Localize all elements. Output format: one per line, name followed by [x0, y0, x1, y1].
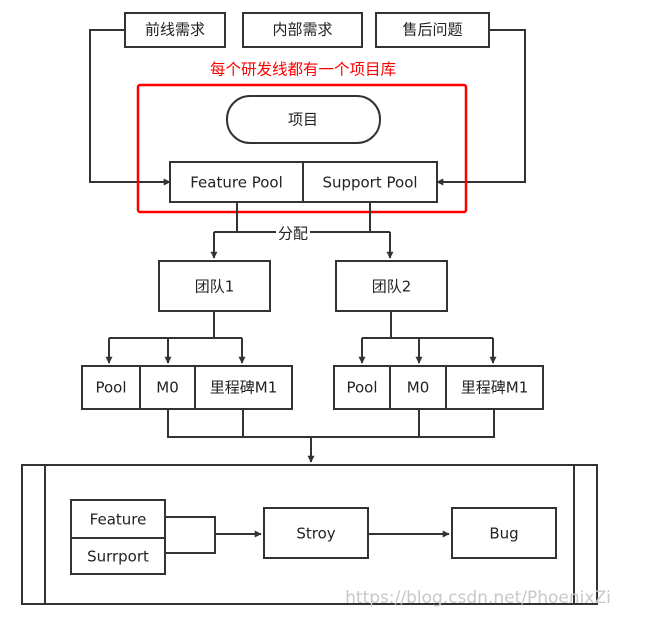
project-library-frame: [136, 83, 468, 214]
source-frontline: 前线需求: [124, 12, 226, 48]
support-type-label: Surrport: [87, 548, 149, 566]
support-pool-label: Support Pool: [322, 174, 417, 192]
project-node: 项目: [226, 95, 381, 144]
project-label: 项目: [288, 111, 318, 129]
source-aftersales-label: 售后问题: [402, 21, 462, 39]
source-internal: 内部需求: [242, 12, 363, 48]
story-node: Stroy: [263, 507, 369, 559]
feature-pool: Feature Pool: [169, 161, 304, 203]
team1-label: 团队1: [195, 278, 235, 296]
source-internal-label: 内部需求: [272, 21, 332, 39]
team2-m0-label: M0: [407, 379, 430, 397]
aftersales-connector: [436, 29, 526, 186]
source-frontline-label: 前线需求: [145, 21, 205, 39]
story-label: Stroy: [296, 525, 335, 543]
source-aftersales: 售后问题: [375, 12, 490, 48]
team2-m0-item: M0: [389, 365, 447, 410]
bug-node: Bug: [451, 507, 557, 559]
team2-milestone-label: 里程碑M1: [461, 379, 529, 397]
team1-milestone-item: 里程碑M1: [194, 365, 293, 410]
team2-label: 团队2: [372, 278, 412, 296]
team1-milestone-label: 里程碑M1: [210, 379, 278, 397]
team1-merge: [167, 409, 244, 438]
support-pool: Support Pool: [302, 161, 438, 203]
allocate-label: 分配: [278, 225, 308, 243]
bug-label: Bug: [489, 525, 518, 543]
team1-pool-item: Pool: [81, 365, 141, 410]
team2-node: 团队2: [335, 260, 448, 312]
support-type: Surrport: [70, 537, 166, 575]
team1-m0-label: M0: [156, 379, 179, 397]
project-library-caption: 每个研发线都有一个项目库: [210, 61, 396, 79]
watermark: https://blog.csdn.net/PhoenixZi: [345, 588, 611, 608]
team2-milestone-item: 里程碑M1: [445, 365, 544, 410]
feature-pool-label: Feature Pool: [190, 174, 282, 192]
team1-node: 团队1: [158, 260, 271, 312]
allocate-label-bg: [276, 224, 310, 242]
team1-m0-item: M0: [139, 365, 196, 410]
team1-pool-label: Pool: [95, 379, 126, 397]
feature-type: Feature: [70, 499, 166, 539]
team2-pool-item: Pool: [333, 365, 391, 410]
frontline-connector: [89, 29, 171, 186]
feature-type-label: Feature: [90, 511, 147, 529]
team2-merge: [418, 409, 495, 438]
team2-pool-label: Pool: [346, 379, 377, 397]
